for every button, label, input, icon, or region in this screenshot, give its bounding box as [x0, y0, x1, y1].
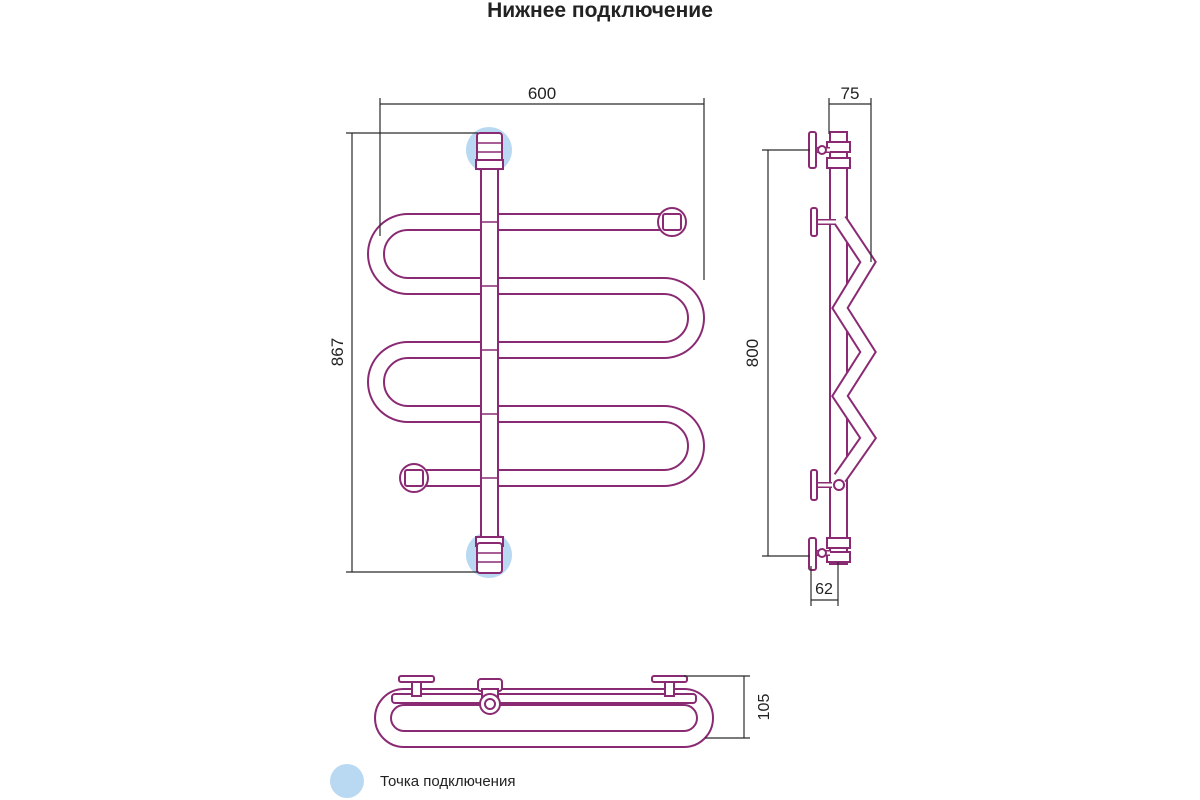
side-collector [829, 131, 848, 565]
dimension-label-side-offset: 62 [815, 581, 833, 598]
top-connection-center [477, 678, 503, 715]
legend-label: Точка подключения [380, 773, 516, 790]
dimension-label-side-depth: 75 [841, 84, 860, 103]
top-fitting [475, 132, 504, 170]
top-view: 105 [374, 675, 773, 748]
top-bracket-right [651, 675, 688, 697]
dimension-label-side-height: 800 [743, 339, 762, 367]
connection-point-icon [330, 764, 364, 798]
dimension-label-top-depth: 105 [756, 694, 773, 721]
side-fitting-bottom [826, 551, 851, 563]
dimension-front-width: 600 [379, 84, 705, 280]
wall-mount-top-right [657, 207, 687, 237]
side-bracket-upper [810, 207, 836, 237]
side-fitting-bottom [826, 537, 851, 549]
dimension-label-front-width: 600 [528, 84, 556, 103]
side-bracket-top [808, 131, 830, 169]
serpentine-tube-inner [369, 215, 703, 485]
top-bracket-left [398, 675, 435, 697]
top-view-rail [391, 693, 697, 704]
dimension-top-depth: 105 [684, 675, 773, 739]
dimension-side-height: 800 [743, 149, 810, 557]
vertical-collector [480, 159, 499, 543]
side-fitting-top [826, 157, 851, 169]
dimension-label-front-height: 867 [328, 338, 347, 366]
dimension-side-depth: 75 [828, 84, 872, 262]
bottom-fitting [475, 536, 504, 574]
dimension-side-offset: 62 [810, 562, 839, 606]
dimension-front-height: 867 [328, 132, 478, 573]
side-bracket-lower [810, 469, 845, 501]
side-view: 75 800 62 [743, 84, 878, 606]
side-bracket-bottom [808, 537, 830, 571]
side-tube-profile [831, 215, 878, 483]
wall-mount-bottom-left [399, 463, 429, 493]
front-view: 600 867 [328, 84, 705, 578]
diagram-title: Нижнее подключение [487, 0, 713, 22]
side-fitting-top [826, 141, 851, 153]
